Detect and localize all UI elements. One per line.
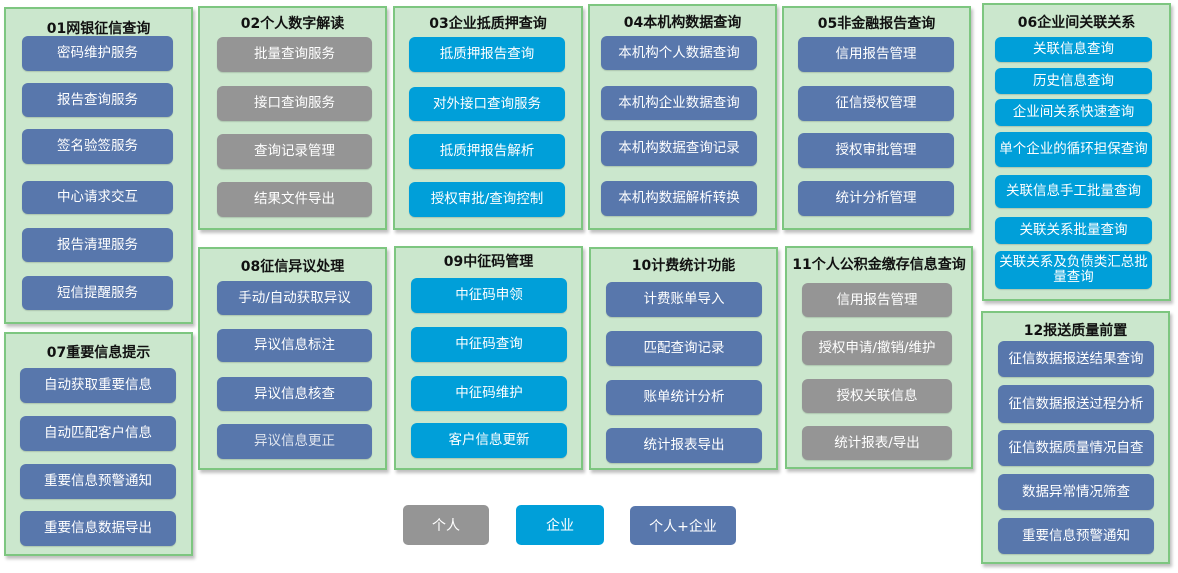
- module-title: 06企业间关联关系: [1017, 15, 1136, 31]
- function-button[interactable]: 密码维护服务: [22, 36, 173, 71]
- module-title: 05非金融报告查询: [817, 16, 936, 32]
- function-button[interactable]: 异议信息更正: [217, 424, 372, 459]
- function-button[interactable]: 授权申请/撤销/维护: [802, 331, 952, 365]
- module-title: 10计费统计功能: [631, 258, 736, 274]
- function-button[interactable]: 异议信息核查: [217, 377, 372, 411]
- function-button[interactable]: 本机构个人数据查询: [601, 36, 757, 70]
- function-button[interactable]: 本机构数据解析转换: [601, 181, 757, 216]
- function-button[interactable]: 异议信息标注: [217, 329, 372, 362]
- function-button[interactable]: 企业间关系快速查询: [995, 99, 1152, 126]
- function-button[interactable]: 统计报表/导出: [802, 426, 952, 460]
- function-button[interactable]: 数据异常情况筛查: [998, 474, 1154, 510]
- function-button[interactable]: 中征码查询: [411, 327, 567, 362]
- function-button[interactable]: 计费账单导入: [606, 282, 762, 317]
- function-button[interactable]: 签名验签服务: [22, 129, 173, 164]
- module-title: 07重要信息提示: [46, 345, 151, 361]
- legend-both: 个人+企业: [630, 506, 736, 545]
- function-button[interactable]: 本机构企业数据查询: [601, 86, 757, 120]
- function-button[interactable]: 短信提醒服务: [22, 276, 173, 310]
- function-button[interactable]: 授权审批管理: [798, 133, 954, 168]
- function-button[interactable]: 报告查询服务: [22, 83, 173, 117]
- function-button[interactable]: 统计报表导出: [606, 428, 762, 463]
- function-button[interactable]: 单个企业的循环担保查询: [995, 132, 1152, 167]
- function-button[interactable]: 抵质押报告查询: [409, 37, 565, 72]
- function-button[interactable]: 账单统计分析: [606, 380, 762, 415]
- function-button[interactable]: 抵质押报告解析: [409, 134, 565, 169]
- function-button[interactable]: 本机构数据查询记录: [601, 131, 757, 166]
- module-title: 11个人公积金缴存信息查询: [792, 257, 966, 273]
- function-button[interactable]: 中征码维护: [411, 376, 567, 411]
- function-button[interactable]: 授权关联信息: [802, 379, 952, 413]
- function-button[interactable]: 信用报告管理: [802, 283, 952, 317]
- function-button[interactable]: 查询记录管理: [217, 134, 372, 169]
- function-button[interactable]: 中心请求交互: [22, 181, 173, 214]
- module-title: 01网银征信查询: [46, 21, 151, 37]
- function-button[interactable]: 信用报告管理: [798, 37, 954, 72]
- function-button[interactable]: 关联关系及负债类汇总批量查询: [995, 251, 1152, 289]
- function-button[interactable]: 征信数据质量情况自查: [998, 430, 1154, 466]
- function-button[interactable]: 重要信息预警通知: [998, 518, 1154, 554]
- function-button[interactable]: 征信授权管理: [798, 86, 954, 121]
- module-title: 12报送质量前置: [1023, 323, 1128, 339]
- module-title: 08征信异议处理: [240, 259, 345, 275]
- legend-enterprise: 企业: [516, 505, 604, 545]
- function-button[interactable]: 对外接口查询服务: [409, 87, 565, 121]
- function-button[interactable]: 授权审批/查询控制: [409, 182, 565, 217]
- function-button[interactable]: 关联关系批量查询: [995, 217, 1152, 244]
- function-button[interactable]: 报告清理服务: [22, 228, 173, 262]
- function-button[interactable]: 手动/自动获取异议: [217, 281, 372, 315]
- function-button[interactable]: 批量查询服务: [217, 37, 372, 72]
- function-button[interactable]: 重要信息数据导出: [20, 511, 176, 546]
- module-title: 04本机构数据查询: [623, 15, 742, 31]
- module-title: 03企业抵质押查询: [429, 16, 547, 32]
- function-button[interactable]: 历史信息查询: [995, 68, 1152, 94]
- function-button[interactable]: 客户信息更新: [411, 423, 567, 458]
- module-title: 02个人数字解读: [240, 16, 345, 32]
- function-button[interactable]: 关联信息查询: [995, 37, 1152, 62]
- function-button[interactable]: 自动匹配客户信息: [20, 416, 176, 451]
- function-button[interactable]: 自动获取重要信息: [20, 368, 176, 403]
- function-button[interactable]: 征信数据报送结果查询: [998, 341, 1154, 377]
- function-button[interactable]: 结果文件导出: [217, 182, 372, 217]
- legend-personal: 个人: [403, 505, 489, 545]
- function-button[interactable]: 接口查询服务: [217, 86, 372, 121]
- module-title: 09中征码管理: [443, 254, 534, 270]
- function-button[interactable]: 征信数据报送过程分析: [998, 385, 1154, 423]
- function-button[interactable]: 中征码申领: [411, 278, 567, 313]
- function-button[interactable]: 统计分析管理: [798, 181, 954, 216]
- function-button[interactable]: 关联信息手工批量查询: [995, 175, 1152, 208]
- function-button[interactable]: 重要信息预警通知: [20, 464, 176, 499]
- function-button[interactable]: 匹配查询记录: [606, 331, 762, 366]
